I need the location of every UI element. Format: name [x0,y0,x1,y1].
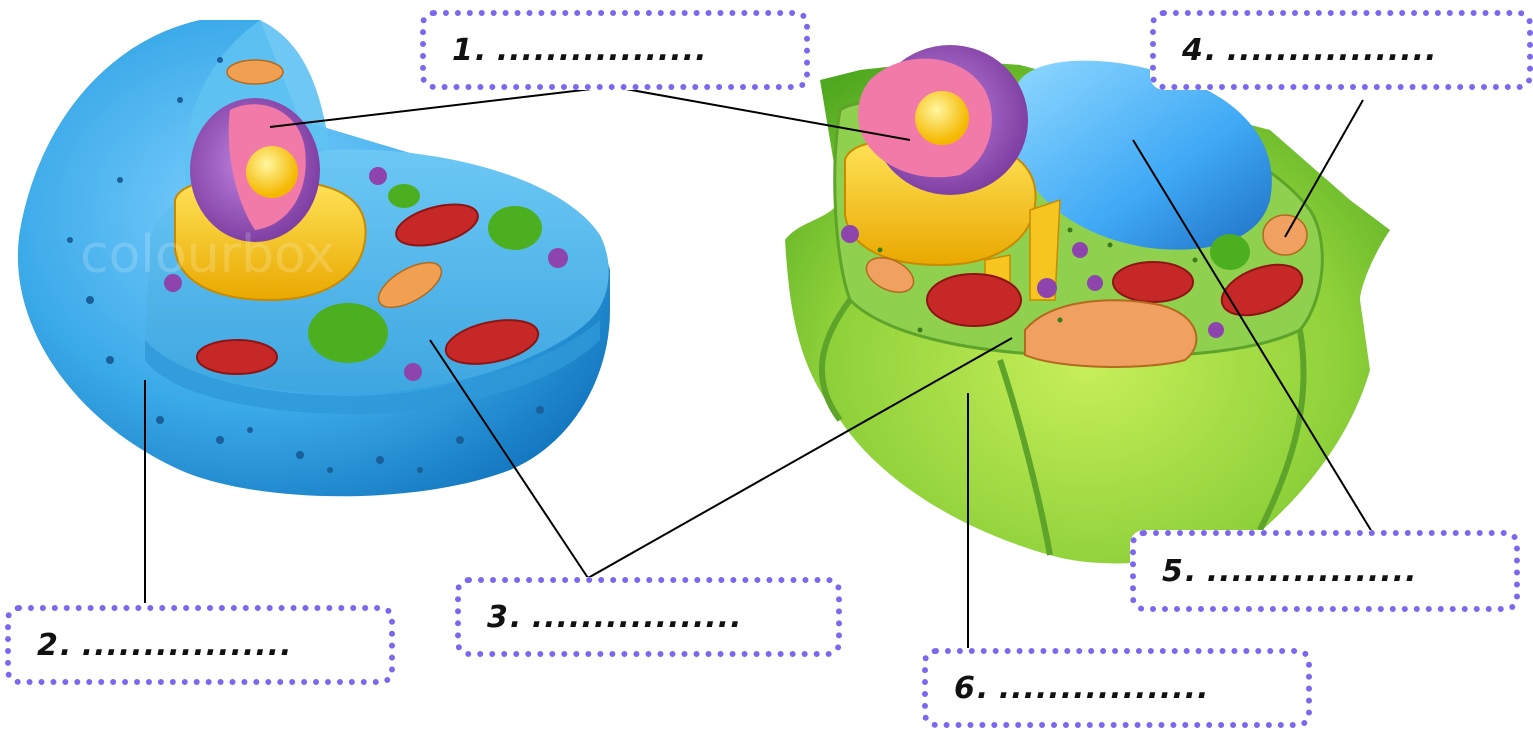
label-box-2[interactable]: 2. ................. [5,605,395,685]
animal-nucleolus [246,146,298,198]
label-box-6[interactable]: 6. ................. [922,648,1312,728]
answer-blank-5[interactable]: ................. [1207,554,1418,589]
label-box-1[interactable]: 1. ................. [420,10,810,90]
answer-blank-6[interactable]: ................. [999,671,1210,706]
label-number-6: 6 [954,671,975,706]
label-number-3: 3 [487,600,508,635]
plant-cell [785,45,1390,563]
plant-green-lysosome [1210,234,1250,270]
answer-blank-2[interactable]: ................. [82,628,293,663]
plant-nucleolus [915,91,969,145]
label-box-3[interactable]: 3. ................. [455,577,842,657]
label-box-5[interactable]: 5. ................. [1130,530,1520,612]
label-number-4: 4 [1182,33,1203,68]
label-number-5: 5 [1162,554,1183,589]
answer-blank-1[interactable]: ................. [497,33,708,68]
label-number-2: 2 [37,628,58,663]
answer-blank-4[interactable]: ................. [1227,33,1438,68]
animal-cell [18,20,610,496]
label-box-4[interactable]: 4. ................. [1150,10,1533,90]
answer-blank-3[interactable]: ................. [532,600,743,635]
label-number-1: 1 [452,33,473,68]
